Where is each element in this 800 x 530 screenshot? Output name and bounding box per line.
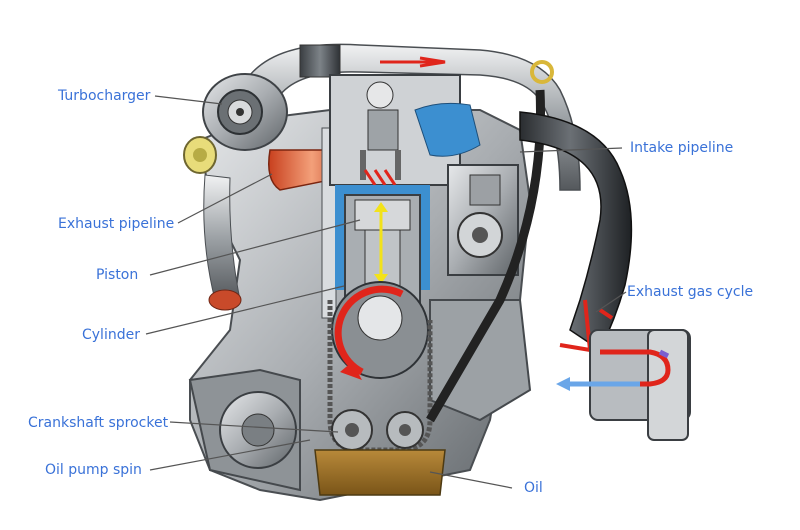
leader-lines	[145, 95, 627, 489]
leader-oil-pump-spin	[149, 439, 311, 471]
label-intake-pipeline: Intake pipeline	[630, 140, 734, 156]
leader-exhaust-pipeline	[177, 173, 273, 224]
crankshaft	[331, 281, 429, 380]
cylinder-head	[329, 74, 481, 186]
leader-turbocharger	[154, 95, 223, 105]
leader-exhaust-gas-cycle	[595, 291, 627, 313]
label-oil-pump-spin: Oil pump spin	[45, 462, 142, 478]
egr-cooler	[556, 329, 691, 441]
front-pulley	[219, 391, 297, 469]
label-turbocharger: Turbocharger	[58, 88, 151, 104]
label-exhaust-pipeline: Exhaust pipeline	[58, 216, 175, 232]
leader-oil	[429, 471, 513, 489]
label-oil: Oil	[524, 480, 543, 496]
leader-cylinder	[145, 285, 345, 335]
oil-pan	[314, 449, 446, 496]
intake-top-pipe	[248, 43, 581, 191]
leader-piston	[149, 219, 361, 276]
leader-crankshaft-sprocket	[169, 421, 339, 433]
leader-intake-pipeline	[519, 147, 623, 153]
fuel-pump	[447, 164, 519, 276]
label-exhaust-gas-cycle: Exhaust gas cycle	[627, 284, 754, 300]
label-piston: Piston	[96, 267, 139, 283]
label-crankshaft-sprocket: Crankshaft sprocket	[28, 415, 169, 431]
turbocharger-unit	[183, 73, 288, 311]
label-cylinder: Cylinder	[82, 327, 140, 343]
